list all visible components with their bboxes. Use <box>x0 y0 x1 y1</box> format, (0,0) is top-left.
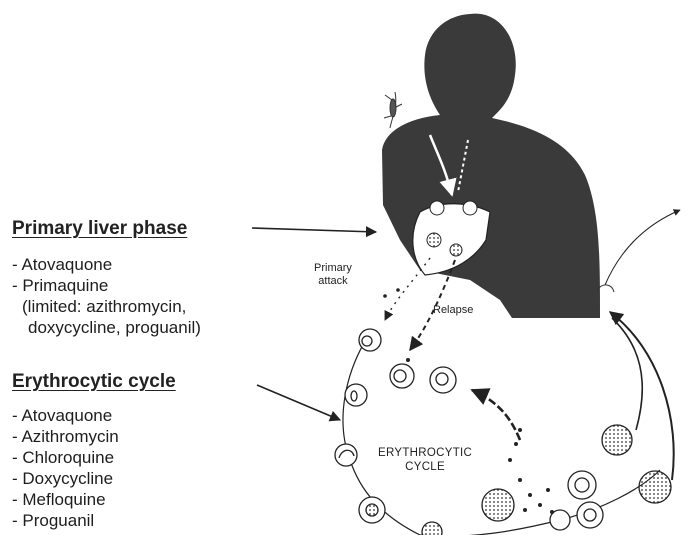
liver-phase-title: Primary liver phase <box>12 218 187 240</box>
drug-item: - Mefloquine <box>12 489 119 510</box>
drug-item: - Atovaquone <box>12 405 119 426</box>
liver-pointer-arrow <box>252 228 376 232</box>
mosquito-icon <box>384 92 402 128</box>
primary-attack-label: Primary attack <box>314 262 352 288</box>
cycle-pointer-arrow <box>257 385 340 420</box>
relapse-label: Relapse <box>433 304 473 317</box>
limited-drugs-line: (limited: azithromycin, <box>12 296 201 317</box>
gametocyte-arrow <box>605 210 680 285</box>
drug-item: - Atovaquone <box>12 254 201 275</box>
drug-item: - Proguanil <box>12 510 119 531</box>
liver-phase-drug-list: - Atovaquone - Primaquine (limited: azit… <box>12 254 201 338</box>
drug-item: - Azithromycin <box>12 426 119 447</box>
merozoite-dots <box>383 288 554 514</box>
red-blood-cells <box>335 329 671 535</box>
erythrocytic-cycle-label: ERYTHROCYTIC CYCLE <box>378 446 472 474</box>
drug-item: - Primaquine <box>12 275 201 296</box>
drug-item: - Doxycycline <box>12 468 119 489</box>
human-silhouette <box>382 14 600 318</box>
drug-item: - Chloroquine <box>12 447 119 468</box>
erythrocytic-cycle-title: Erythrocytic cycle <box>12 371 176 393</box>
erythrocytic-drug-list: - Atovaquone - Azithromycin - Chloroquin… <box>12 405 119 531</box>
limited-drugs-line: doxycycline, proguanil) <box>12 317 201 338</box>
